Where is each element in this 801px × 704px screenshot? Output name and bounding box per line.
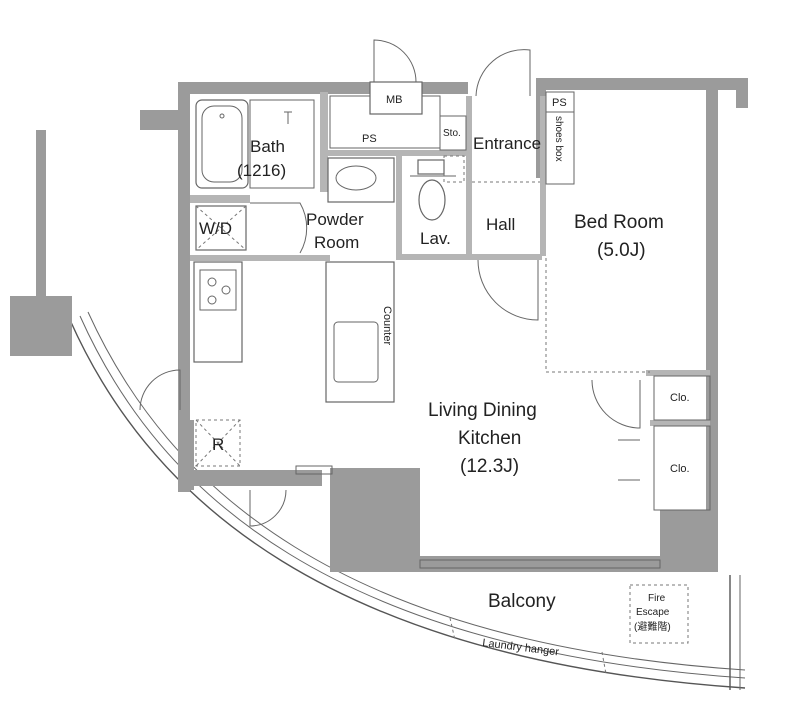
label-fire-3: (避難階) — [634, 620, 671, 633]
shoes-box — [545, 111, 575, 185]
label-bath: Bath — [250, 137, 285, 156]
label-powder-room: Room — [314, 233, 359, 252]
label-ldk-size: (12.3J) — [460, 456, 519, 477]
kitchen-stove — [193, 261, 243, 363]
label-balcony: Balcony — [488, 591, 556, 612]
bathtub — [195, 99, 315, 189]
label-fire-1: Fire — [648, 593, 666, 604]
label-bedroom: Bed Room — [574, 212, 664, 233]
laundry-hanger — [449, 617, 607, 675]
vanity-sink — [327, 157, 395, 203]
label-fire-2: Escape — [636, 607, 670, 618]
label-hall: Hall — [486, 215, 515, 234]
label-ldk-1: Living Dining — [428, 400, 537, 421]
interior-walls — [190, 92, 710, 426]
label-refrigerator: R — [212, 435, 224, 454]
label-bedroom-size: (5.0J) — [597, 240, 646, 261]
label-shoes-box: shoes box — [553, 116, 564, 162]
label-wd: W/D — [199, 219, 232, 238]
refrigerator-dash — [195, 419, 241, 467]
toilet — [410, 159, 456, 221]
closet-2 — [653, 425, 711, 511]
refrigerator-space — [195, 419, 241, 467]
label-bath-size: (1216) — [237, 161, 286, 180]
label-clo-2: Clo. — [670, 463, 690, 475]
label-counter: Counter — [381, 306, 393, 345]
storage-dash — [443, 155, 465, 183]
label-ps-right: PS — [552, 97, 567, 109]
windows — [295, 465, 661, 569]
balcony-rail — [69, 311, 746, 690]
meter-box — [369, 81, 423, 115]
label-sto: Sto. — [443, 128, 461, 139]
washer-dryer-dash — [195, 205, 247, 251]
closet-1 — [653, 375, 711, 421]
storage — [439, 115, 467, 151]
label-entrance: Entrance — [473, 134, 541, 153]
doors — [139, 39, 641, 527]
bedroom-boundary — [545, 258, 650, 373]
label-ps-top: PS — [362, 133, 377, 145]
label-mb: MB — [386, 94, 403, 106]
label-powder: Powder — [306, 210, 364, 229]
label-lav: Lav. — [420, 229, 451, 248]
fire-escape-hatch — [629, 584, 689, 644]
label-clo-1: Clo. — [670, 392, 690, 404]
counter — [325, 261, 395, 403]
label-ldk-2: Kitchen — [458, 428, 521, 449]
